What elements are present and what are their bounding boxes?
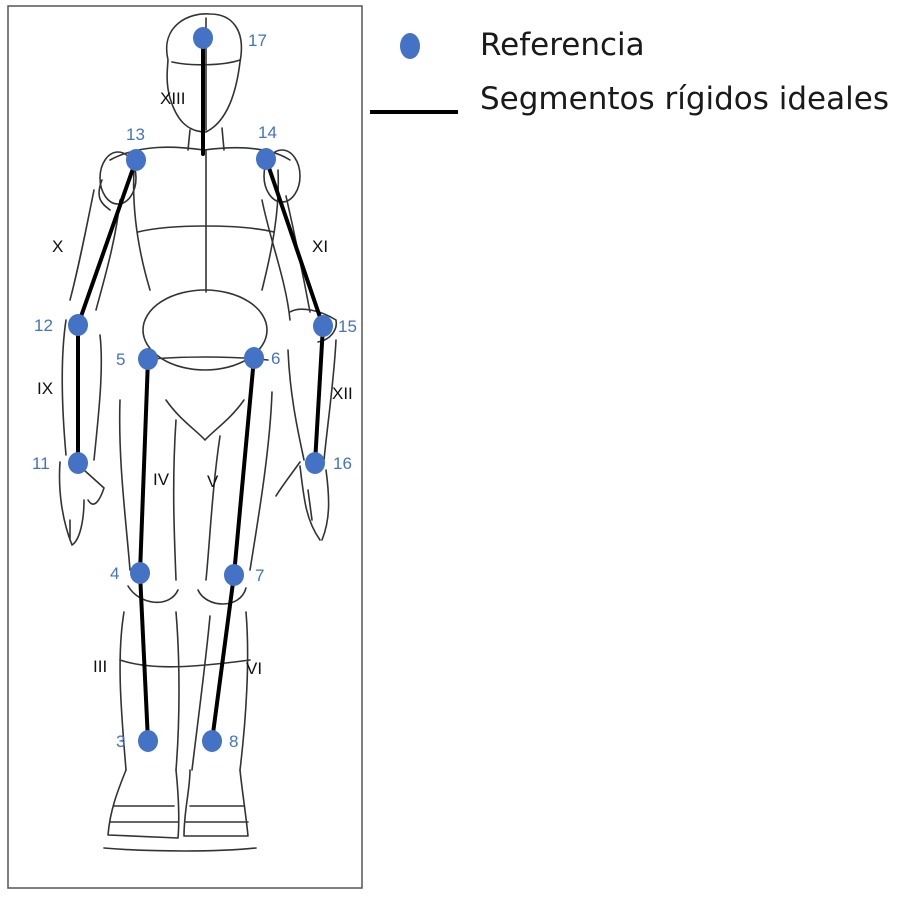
legend-reference-label: Referencia	[480, 27, 645, 63]
marker-4	[130, 562, 150, 584]
marker-6	[244, 347, 264, 369]
marker-label-3: 3	[116, 732, 125, 751]
legend-reference-marker	[400, 33, 420, 59]
marker-label-6: 6	[271, 349, 280, 368]
marker-11	[68, 452, 88, 474]
marker-5	[138, 348, 158, 370]
segment-label-iii: III	[93, 657, 107, 676]
marker-label-15: 15	[338, 317, 357, 336]
marker-3	[138, 730, 158, 752]
marker-12	[68, 314, 88, 336]
marker-label-5: 5	[116, 350, 125, 369]
segment-label-v: V	[207, 472, 219, 491]
legend-segment-line	[370, 110, 458, 114]
legend-segment-label: Segmentos rígidos ideales	[480, 81, 889, 117]
marker-label-16: 16	[333, 454, 352, 473]
marker-label-4: 4	[110, 564, 119, 583]
marker-16	[305, 452, 325, 474]
figure-frame	[8, 6, 362, 888]
marker-label-14: 14	[258, 123, 277, 142]
marker-7	[224, 564, 244, 586]
marker-17	[193, 27, 213, 49]
segment-label-ix: IX	[37, 379, 53, 398]
marker-label-13: 13	[126, 125, 145, 144]
marker-label-7: 7	[255, 566, 264, 585]
marker-label-8: 8	[229, 732, 238, 751]
marker-label-11: 11	[32, 454, 50, 473]
segment-label-x: X	[52, 237, 63, 256]
segment-label-xiii: XIII	[160, 89, 186, 108]
marker-label-12: 12	[34, 316, 53, 335]
segment-label-iv: IV	[153, 470, 170, 489]
marker-14	[256, 148, 276, 170]
marker-8	[202, 730, 222, 752]
segment-label-xi: XI	[312, 237, 328, 256]
marker-label-17: 17	[248, 31, 267, 50]
segment-label-vi: VI	[246, 659, 262, 678]
marker-15	[313, 315, 333, 337]
segment-label-xii: XII	[332, 384, 353, 403]
marker-13	[126, 149, 146, 171]
